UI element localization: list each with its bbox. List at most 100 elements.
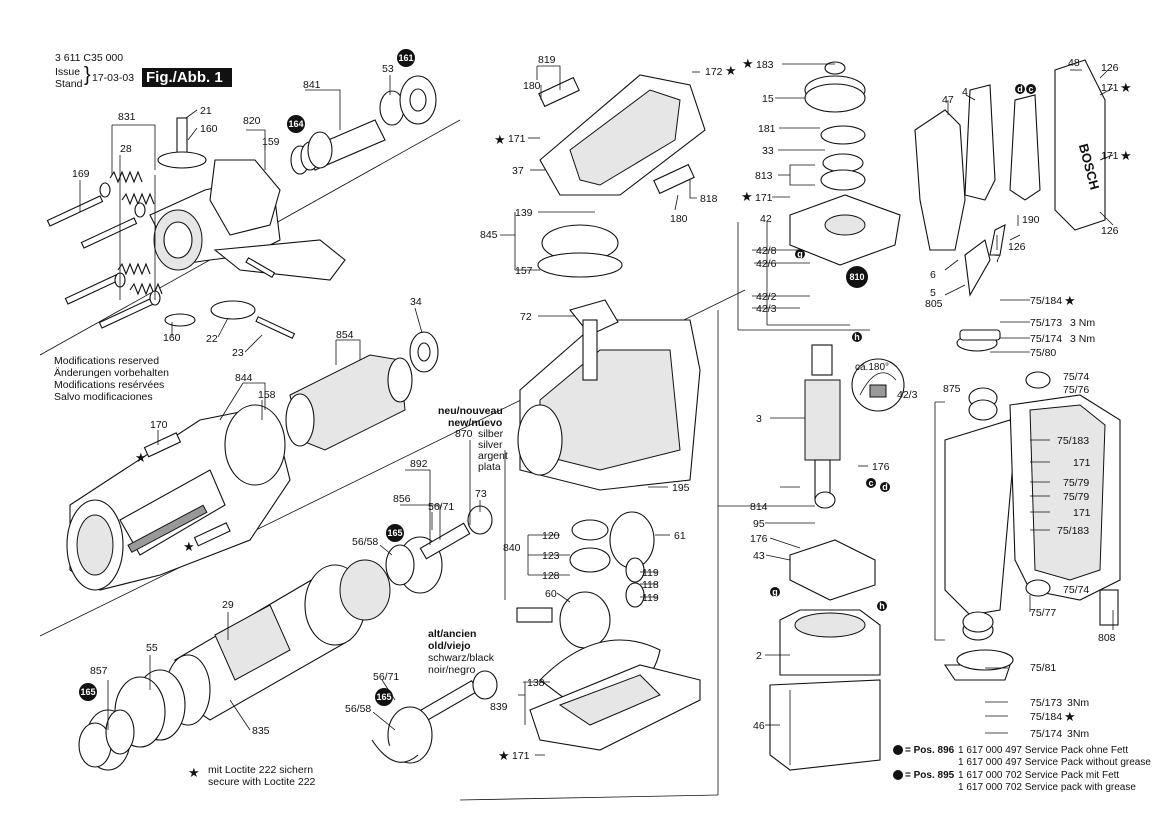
label-37: 37 <box>512 165 524 177</box>
label-nm2: 3 Nm <box>1070 333 1095 345</box>
label-176a: 176 <box>872 461 890 473</box>
spring-28-c <box>117 262 151 276</box>
bolt-169-b <box>80 217 138 249</box>
piston-rod-group <box>371 505 498 764</box>
sp-896-pos: = Pos. 896 <box>905 745 955 756</box>
label-42-8: 42/8 <box>756 245 777 257</box>
label-33: 33 <box>762 145 774 157</box>
label-42-2: 42/2 <box>756 291 777 303</box>
label-nm1: 3 Nm <box>1070 317 1095 329</box>
new-color-2: silver <box>478 439 503 451</box>
motor-group <box>769 61 901 771</box>
label-870: 870 <box>455 428 473 440</box>
spring-28-d <box>129 282 163 296</box>
label-73: 73 <box>475 488 487 500</box>
issue-date: 17-03-03 <box>92 72 135 84</box>
label-138: 138 <box>527 677 545 689</box>
angle-label: ca.180° <box>855 362 889 373</box>
circle-c-top: c <box>1028 84 1033 94</box>
circle-810: 810 <box>849 272 864 282</box>
rotation-detail: ca.180° <box>851 358 905 412</box>
circle-g: g <box>797 249 803 259</box>
circle-c: c <box>868 478 873 488</box>
label-126b: 126 <box>1008 241 1026 253</box>
svg-text:★: ★ <box>742 56 754 71</box>
svg-text:★: ★ <box>725 63 737 78</box>
svg-text:★: ★ <box>188 765 200 780</box>
label-75-183a: 75/183 <box>1057 435 1089 447</box>
label-nm4: 3Nm <box>1067 728 1089 740</box>
label-42-6: 42/6 <box>756 258 777 270</box>
label-75-173b: 75/173 <box>1030 697 1062 709</box>
label-139: 139 <box>515 207 533 219</box>
label-856: 856 <box>393 493 411 505</box>
label-170: 170 <box>150 419 168 431</box>
sp-895-pos: = Pos. 895 <box>905 770 955 781</box>
svg-text:★: ★ <box>498 748 510 763</box>
brace: } <box>84 64 91 86</box>
label-6: 6 <box>930 269 936 281</box>
label-75-79a: 75/79 <box>1063 477 1089 489</box>
mod-line-3: Modifications resérvées <box>54 379 164 391</box>
label-171a: 171 <box>508 133 526 145</box>
label-43: 43 <box>753 550 765 562</box>
label-75-184a: 75/184 <box>1030 295 1062 307</box>
label-5658b: 56/58 <box>345 703 371 715</box>
bolt-169-a <box>46 195 104 227</box>
sp-895-line-1: 1 617 000 702 Service Pack mit Fett <box>958 770 1119 781</box>
label-75-184b: 75/184 <box>1030 711 1062 723</box>
label-875: 875 <box>943 383 961 395</box>
label-160b: 160 <box>163 332 181 344</box>
new-line-2: new/nuevo <box>448 417 502 429</box>
label-857: 857 <box>90 665 108 677</box>
label-7: 7 <box>995 253 1001 265</box>
gear-housing-group <box>516 74 706 751</box>
label-844: 844 <box>235 372 253 384</box>
label-75-183b: 75/183 <box>1057 525 1089 537</box>
circle-d: d <box>882 482 888 492</box>
old-line-2: old/viejo <box>428 640 471 652</box>
label-75-76: 75/76 <box>1063 384 1089 396</box>
label-819: 819 <box>538 54 556 66</box>
label-15: 15 <box>762 93 774 105</box>
label-172: 172 <box>705 66 723 78</box>
label-159: 159 <box>262 136 280 148</box>
label-840: 840 <box>503 542 521 554</box>
circle-d-top: d <box>1017 84 1023 94</box>
loctite-line-1: mit Loctite 222 sichern <box>208 764 313 776</box>
label-845: 845 <box>480 229 498 241</box>
mod-line-4: Salvo modificaciones <box>54 391 153 403</box>
label-72: 72 <box>520 311 532 323</box>
label-814: 814 <box>750 501 768 513</box>
doc-number: 3 611 C35 000 <box>55 52 124 64</box>
spring-28-a <box>109 170 143 184</box>
label-805: 805 <box>925 298 943 310</box>
label-183: 183 <box>756 59 774 71</box>
label-75-173a: 75/173 <box>1030 317 1062 329</box>
label-171b: 171 <box>512 750 530 762</box>
label-95: 95 <box>753 518 765 530</box>
label-157: 157 <box>515 265 533 277</box>
label-171d: 171 <box>1101 82 1119 94</box>
circle-g2: g <box>772 587 778 597</box>
bolt-169-d <box>98 297 156 329</box>
svg-text:★: ★ <box>1064 709 1076 724</box>
label-29: 29 <box>222 599 234 611</box>
svg-text:★: ★ <box>494 132 506 147</box>
label-128: 128 <box>542 570 560 582</box>
issue-label: Issue <box>55 66 81 78</box>
service-pack-note: = Pos. 896 1 617 000 497 Service Pack oh… <box>905 745 1151 793</box>
cylinder-29-group <box>78 559 391 771</box>
label-46: 46 <box>753 720 765 732</box>
label-119b: 119 <box>642 592 659 604</box>
sp-896-line-1: 1 617 000 497 Service Pack ohne Fett <box>958 745 1128 756</box>
label-5: 5 <box>930 287 936 299</box>
label-820: 820 <box>243 115 261 127</box>
label-2: 2 <box>756 650 762 662</box>
label-3: 3 <box>756 413 762 425</box>
label-118: 118 <box>642 579 659 591</box>
label-75-79b: 75/79 <box>1063 491 1089 503</box>
main-handle-group <box>943 329 1121 681</box>
label-160a: 160 <box>200 123 218 135</box>
